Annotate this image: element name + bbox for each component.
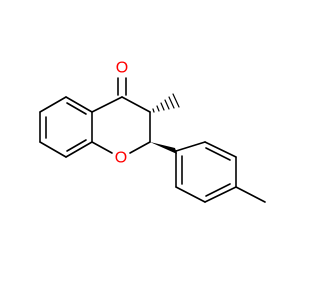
bond [91,96,123,113]
carbonyl-oxygen-label: O [116,60,128,77]
double-bond-inner [205,147,231,161]
bond [175,141,206,152]
bond [204,141,237,158]
benzo-ring [39,96,93,158]
double-bond-inner [205,183,231,197]
bond [39,141,67,158]
bond [65,141,93,158]
carbonyl-group: O [116,60,128,96]
bond [65,96,93,113]
structure-canvas: O O [39,60,266,203]
bond [175,186,206,203]
double-bond-inner [66,139,87,152]
double-bond-inner [66,102,87,115]
hashed-wedge-methyl [152,93,180,113]
para-methyl-bond [235,186,266,203]
tolyl-ring [175,141,237,203]
bond [39,96,67,113]
molecule-diagram: O O [39,60,266,203]
bond [129,141,151,154]
bond [204,186,237,203]
bond [121,96,151,113]
solid-wedge-aryl [150,142,177,154]
pyranone-ring [91,96,151,154]
ring-oxygen-label: O [115,150,127,167]
bond [91,141,113,154]
